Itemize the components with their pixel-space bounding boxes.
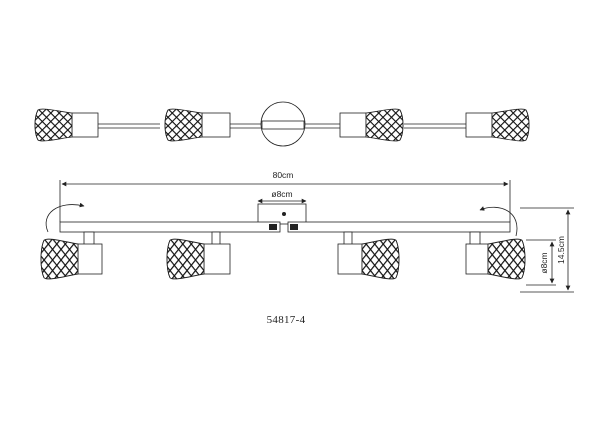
model-number: 54817-4 xyxy=(267,314,306,326)
spotlight-1-front xyxy=(40,231,103,280)
top-view xyxy=(34,101,530,147)
spotlight-4-front xyxy=(465,231,526,280)
spotlight-2-front xyxy=(166,231,231,280)
bar-left-front xyxy=(59,221,281,233)
spotlight-4-top xyxy=(465,108,530,142)
front-view: 80cm ø8cm xyxy=(40,170,574,293)
canopy-diameter-label: ø8cm xyxy=(271,189,292,199)
spotlight-2-top xyxy=(164,108,231,142)
spotlight-1-top xyxy=(34,108,99,142)
canopy-screw-icon xyxy=(282,212,286,216)
height-label: 14.5cm xyxy=(556,236,566,264)
rotation-arrow-right-icon xyxy=(479,206,518,237)
rotation-arrow-left-icon xyxy=(45,202,85,233)
bar-right-front xyxy=(287,221,511,233)
spotlight-3-top xyxy=(339,108,404,142)
shade-diameter-label: ø8cm xyxy=(539,252,549,273)
length-label: 80cm xyxy=(273,170,294,180)
spotlight-3-front xyxy=(337,231,400,280)
